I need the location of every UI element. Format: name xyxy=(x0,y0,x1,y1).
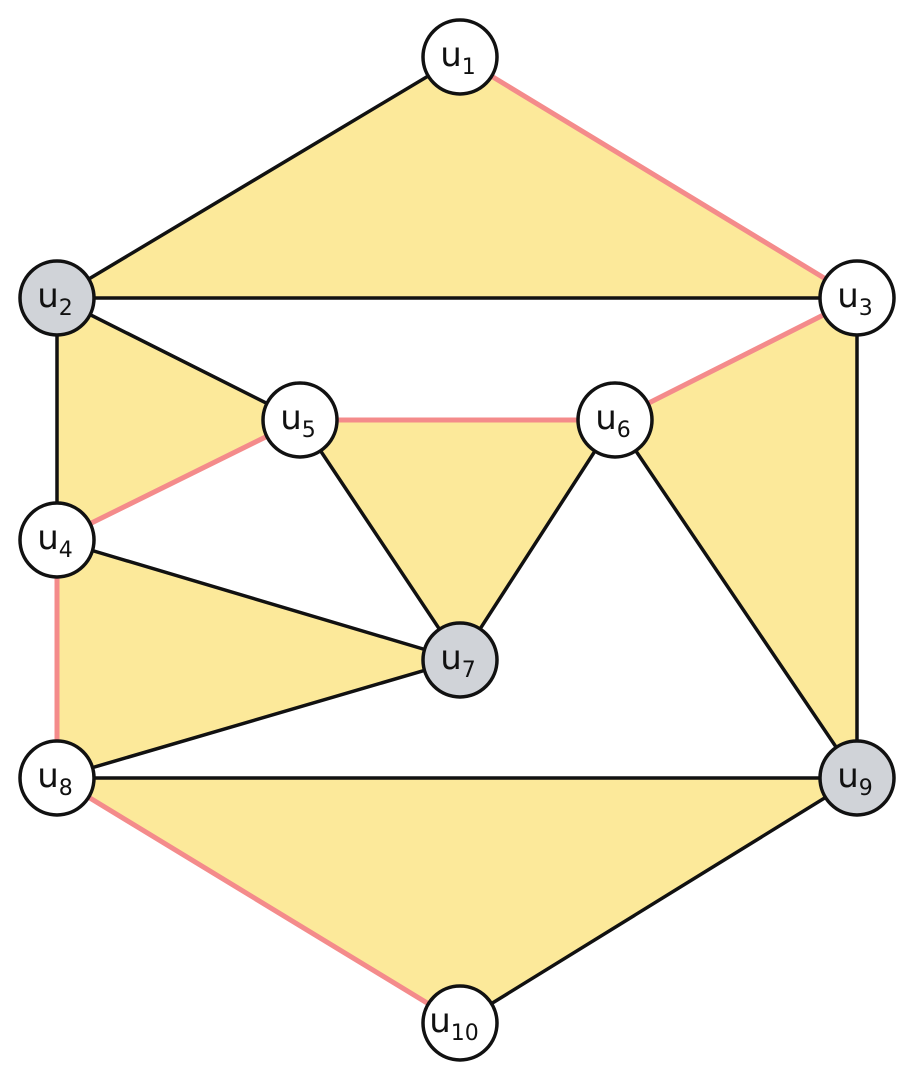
node-circle xyxy=(18,259,96,337)
node-label: u8 xyxy=(37,756,73,801)
node-u2: u2 xyxy=(18,259,96,337)
node-label: u7 xyxy=(440,638,476,683)
edge-u1-u3 xyxy=(457,54,860,301)
node-label: u3 xyxy=(837,276,873,321)
node-circle xyxy=(576,381,654,459)
face-u2-u4-u5 xyxy=(57,298,300,540)
node-label: u1 xyxy=(440,35,476,80)
node-circle xyxy=(18,739,96,817)
edge-u4-u5 xyxy=(54,417,303,543)
edge-u5-u7 xyxy=(298,418,462,662)
node-circle xyxy=(421,621,499,699)
edge-u4-u7 xyxy=(55,538,462,662)
node-circle xyxy=(818,259,896,337)
edge-u6-u7 xyxy=(458,418,617,662)
node-label: u10 xyxy=(429,1001,479,1046)
node-circle xyxy=(261,381,339,459)
node-u10: u10 xyxy=(421,984,499,1062)
node-u6: u6 xyxy=(576,381,654,459)
node-u8: u8 xyxy=(18,739,96,817)
node-circle xyxy=(421,18,499,96)
shaded-faces xyxy=(57,57,857,1023)
face-u4-u7-u8 xyxy=(57,540,460,778)
edge-u3-u6 xyxy=(612,295,860,423)
node-circle xyxy=(18,501,96,579)
node-u3: u3 xyxy=(818,259,896,337)
face-u3-u6-u9 xyxy=(615,298,857,778)
node-label: u9 xyxy=(837,756,873,801)
node-label: u4 xyxy=(37,518,73,563)
face-u8-u9-u10 xyxy=(57,778,857,1023)
node-label: u2 xyxy=(37,276,73,321)
node-circle xyxy=(421,984,499,1062)
edge-u6-u9 xyxy=(613,418,859,780)
edge-u7-u8 xyxy=(55,658,462,780)
node-u7: u7 xyxy=(421,621,499,699)
edge-u8-u10 xyxy=(54,775,463,1026)
graph-edges xyxy=(54,54,860,1026)
node-u4: u4 xyxy=(18,501,96,579)
edge-u1-u2 xyxy=(55,55,462,300)
face-u5-u6-u7 xyxy=(300,420,615,660)
edge-u2-u5 xyxy=(55,296,302,422)
edge-u9-u10 xyxy=(458,776,859,1025)
node-u5: u5 xyxy=(261,381,339,459)
node-label: u6 xyxy=(595,398,631,443)
node-u1: u1 xyxy=(421,18,499,96)
node-label: u5 xyxy=(280,398,316,443)
node-u9: u9 xyxy=(818,739,896,817)
face-u1-u2-u3 xyxy=(57,57,857,298)
node-circle xyxy=(818,739,896,817)
graph-nodes: u1 u2 u3 u4 u5 u6 u7 u8 u9 u10 xyxy=(18,18,896,1062)
